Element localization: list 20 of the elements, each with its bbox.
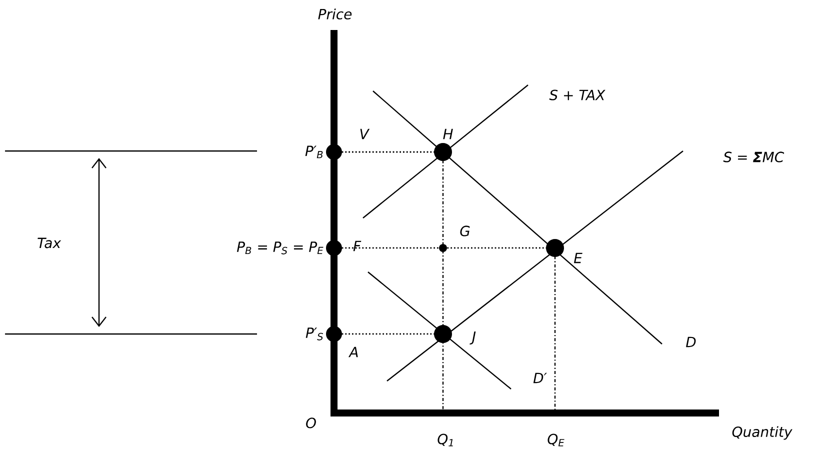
price-label: P′$_{B}$ bbox=[305, 146, 323, 158]
point-label: F bbox=[353, 240, 362, 252]
point-label: J bbox=[470, 331, 476, 344]
point-label: H bbox=[443, 128, 453, 140]
curve-label: S + TAX bbox=[549, 90, 606, 100]
origin-label: O bbox=[306, 418, 316, 428]
curve-label: D′ bbox=[533, 372, 547, 384]
curve-label: S = ΣMC bbox=[723, 152, 784, 162]
curve-label: D bbox=[686, 336, 696, 348]
point-label: A bbox=[348, 346, 358, 358]
price-label: P′$_{S}$ bbox=[306, 328, 323, 340]
axis-label: Quantity bbox=[732, 426, 792, 440]
axis-label: Price bbox=[318, 8, 352, 20]
point-label: V bbox=[360, 128, 370, 140]
dimension-label: Tax bbox=[38, 238, 62, 248]
price-label: P$_{B}$ = P$_{S}$ = P$_{E}$ bbox=[236, 242, 324, 254]
point-label: E bbox=[574, 252, 582, 264]
axis-tick-label: Q$_{E}$ bbox=[548, 434, 564, 446]
axis-tick-label: Q$_{1}$ bbox=[438, 434, 453, 446]
point-label: G bbox=[460, 226, 470, 236]
